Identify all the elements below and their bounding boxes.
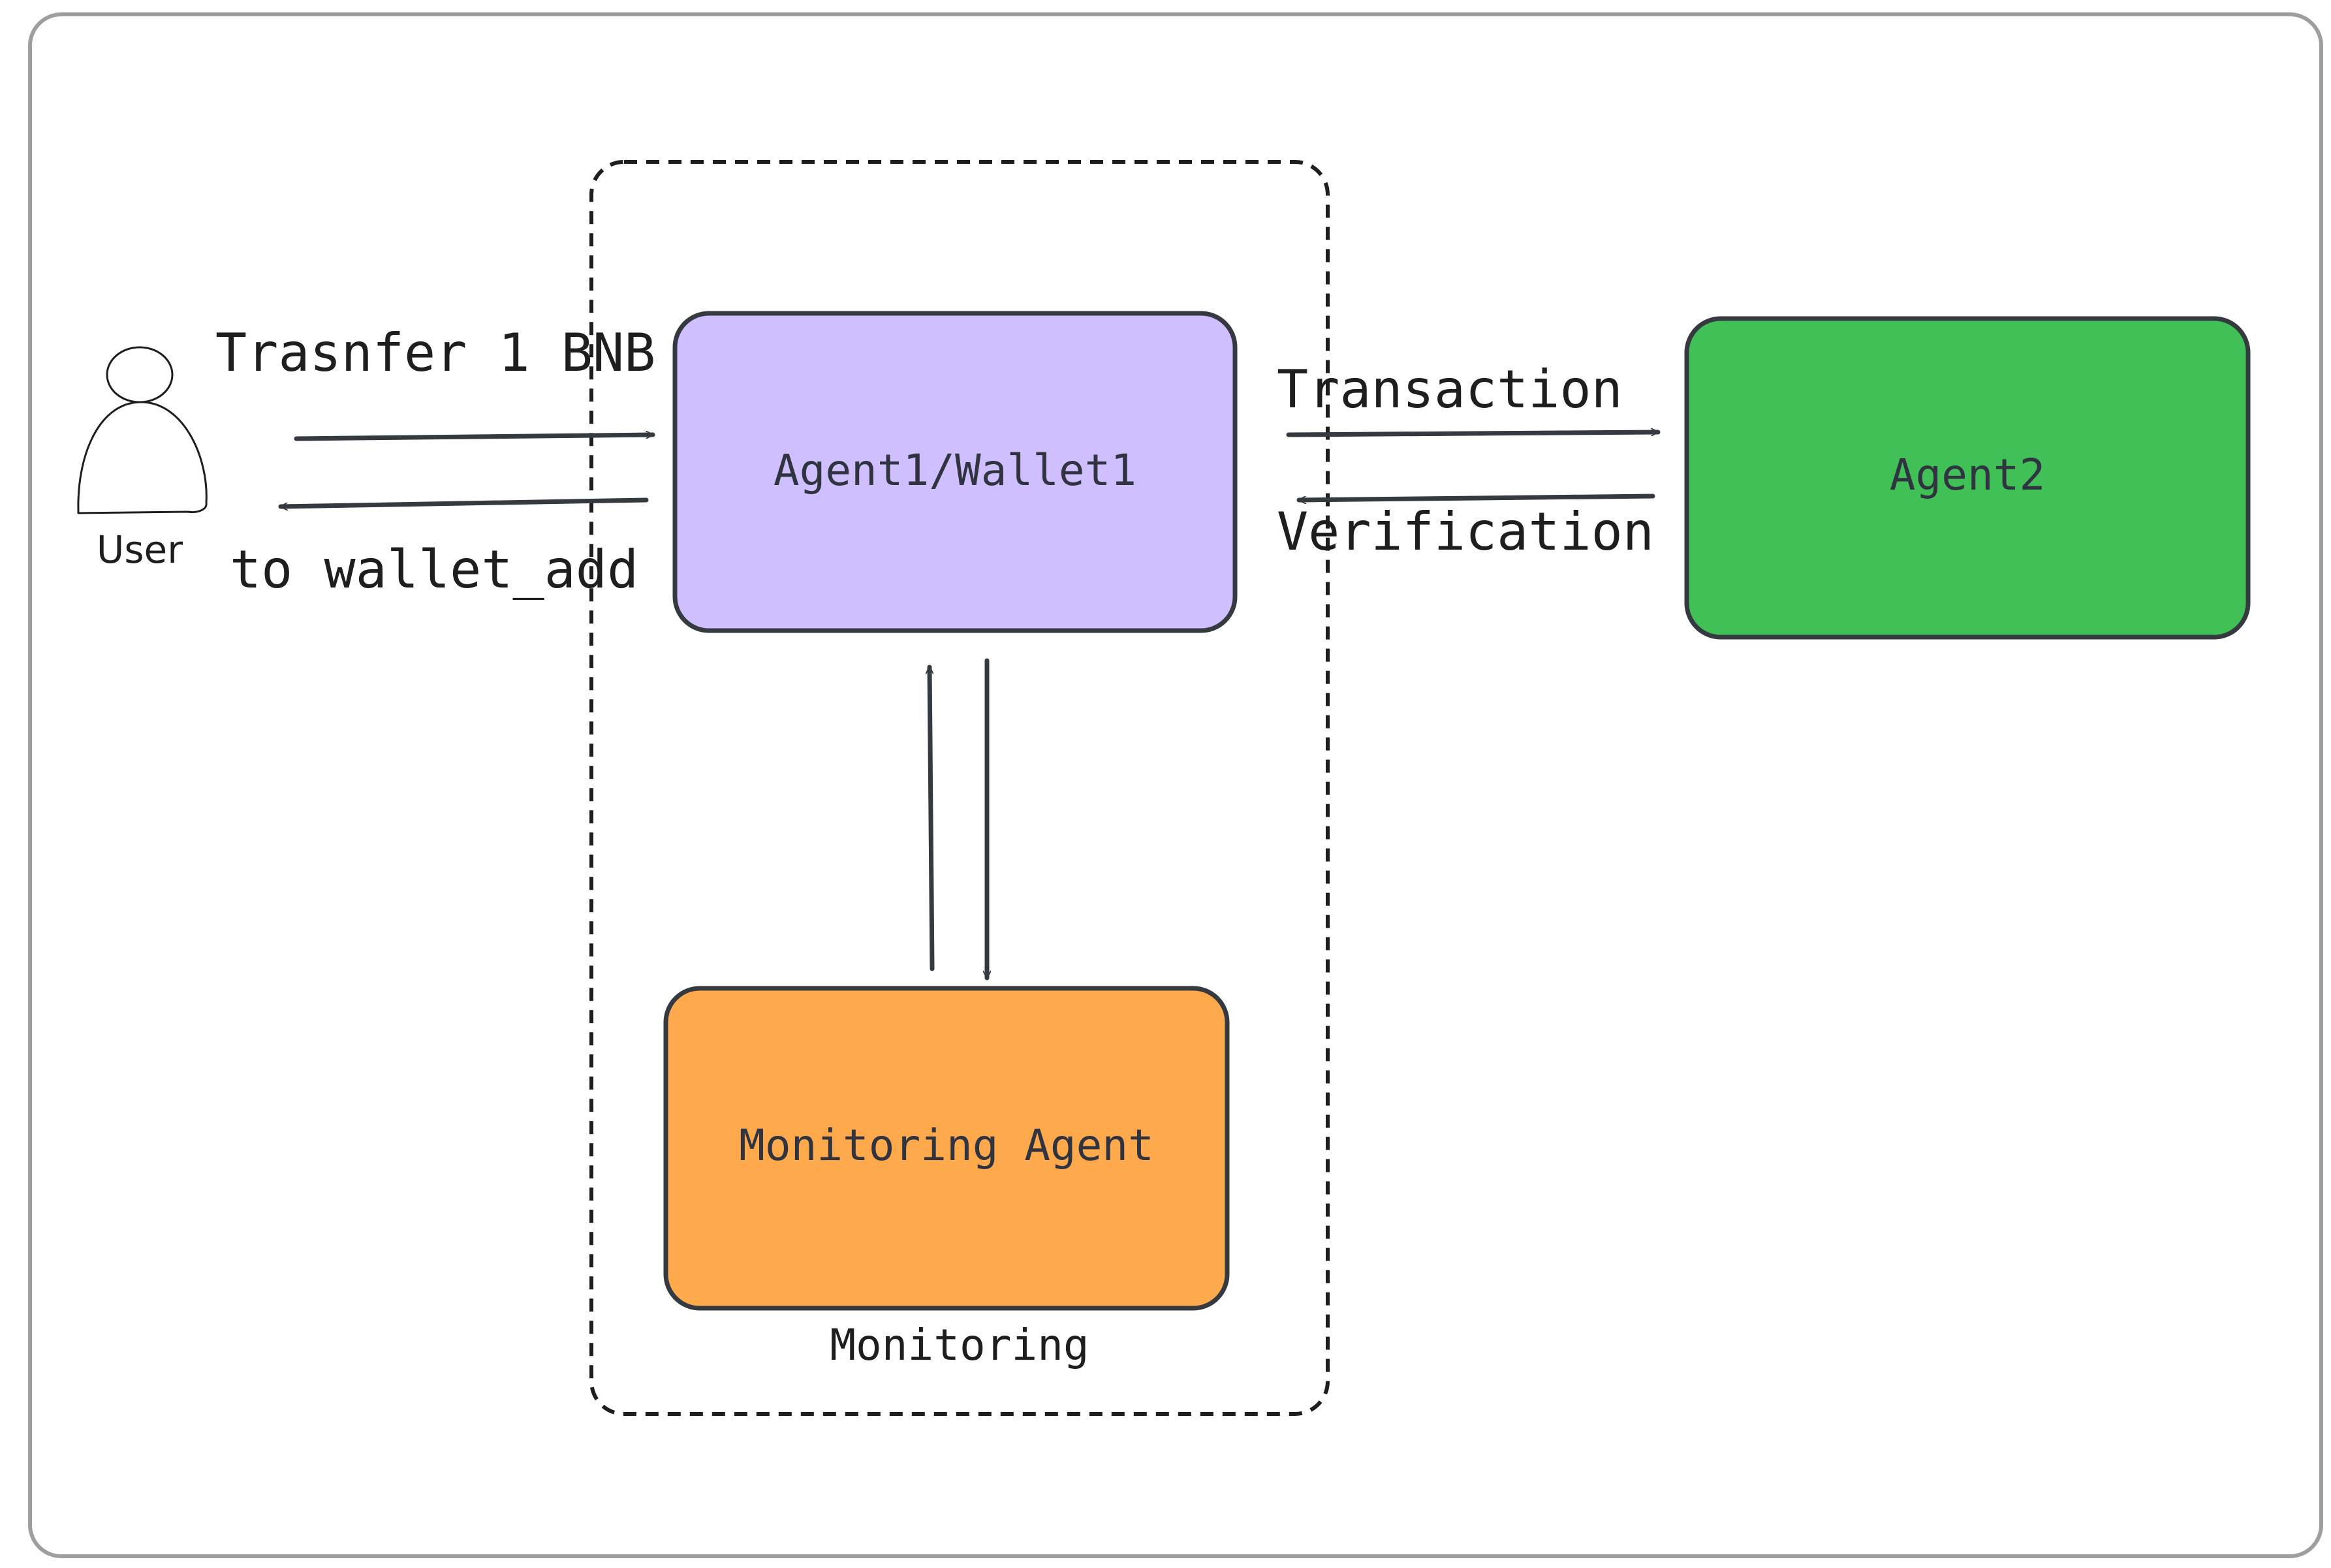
user-body bbox=[77, 401, 208, 514]
monitoring-up-arrow[interactable] bbox=[930, 665, 935, 971]
agent1-wallet1-label: Agent1/Wallet1 bbox=[774, 445, 1136, 495]
verification-arrow[interactable] bbox=[1296, 494, 1655, 500]
monitoring-agent-node[interactable]: Monitoring Agent bbox=[663, 986, 1230, 1311]
agent2-node[interactable]: Agent2 bbox=[1684, 316, 2251, 640]
agent2-box bbox=[1684, 316, 2251, 640]
monitoring-group bbox=[589, 160, 1330, 1416]
monitoring-agent-box bbox=[663, 986, 1230, 1311]
user-icon[interactable] bbox=[77, 346, 208, 514]
agent2-label: Agent2 bbox=[1890, 450, 2045, 500]
outer-frame bbox=[28, 12, 2323, 1558]
monitoring-group-label: Monitoring bbox=[830, 1320, 1089, 1370]
wallet-add-label: to wallet_add bbox=[230, 539, 638, 600]
transfer-arrow[interactable] bbox=[294, 435, 655, 441]
transaction-arrow[interactable] bbox=[1286, 432, 1661, 437]
transfer-label: Trasnfer 1 BNB bbox=[215, 322, 655, 383]
transaction-label: Transaction bbox=[1277, 359, 1623, 420]
verification-label: Verification bbox=[1277, 501, 1654, 562]
agent1-wallet1-node[interactable]: Agent1/Wallet1 bbox=[672, 311, 1238, 633]
wallet-add-arrow[interactable] bbox=[278, 497, 649, 507]
monitoring-agent-label: Monitoring Agent bbox=[739, 1120, 1154, 1170]
user-label: User bbox=[97, 527, 183, 572]
agent1-wallet1-box bbox=[672, 311, 1238, 633]
